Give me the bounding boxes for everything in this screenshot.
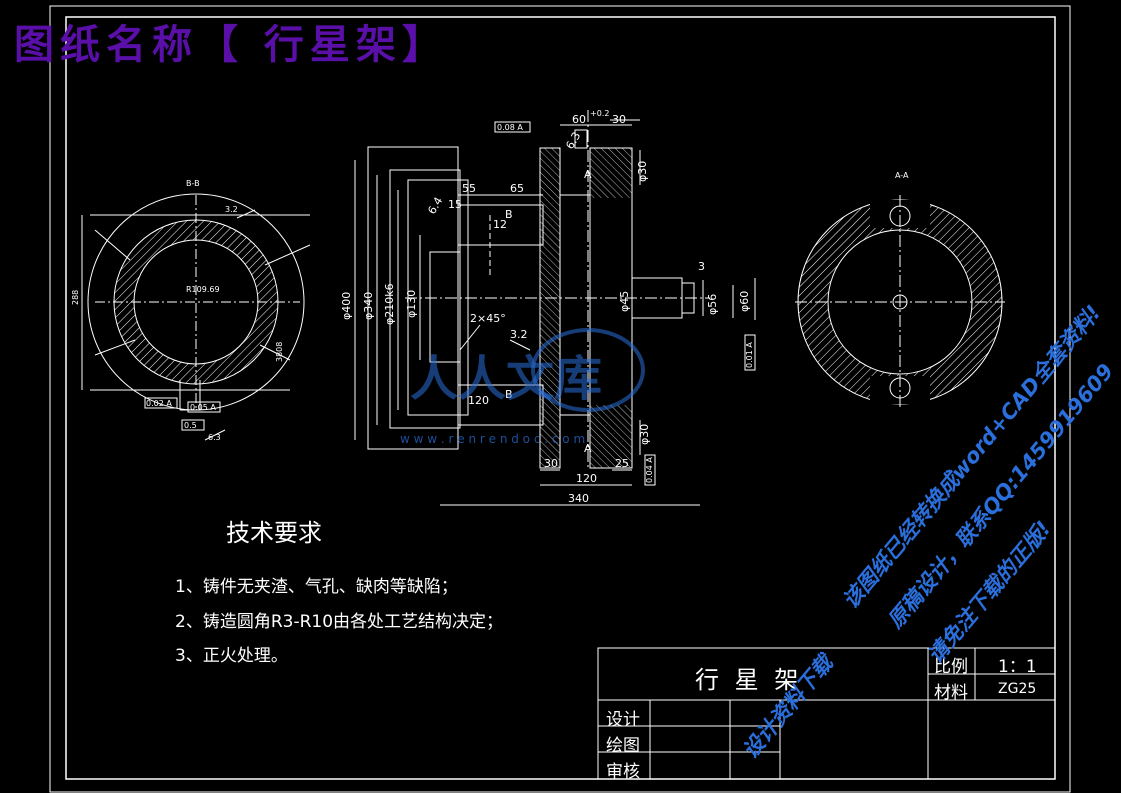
outer-frame [49,5,1071,793]
tech-requirements-title: 技术要求 [226,519,322,547]
main-tol-top: 0.08 A [497,123,523,132]
section-aa-view [795,195,1005,410]
bb-label: B-B [186,179,200,188]
drawing-title: 图纸名称【 行星架】 [14,21,448,68]
main-dim-3: 3 [698,260,705,273]
material-label: 材料 [934,683,968,703]
main-tol-right: 0.01 A [745,342,754,368]
title-block-grid [597,647,1056,780]
bb-tol1: 0.02 A [146,399,172,408]
main-dim-phi56: φ56 [706,294,719,315]
tech-requirement-item: 1、铸件无夹渣、气孔、缺肉等缺陷； [175,577,458,597]
main-dim-60: 60 [572,113,586,126]
main-hatch-left [540,148,560,468]
aa-label: A-A [895,171,909,180]
main-dim-120: 120 [576,472,597,485]
main-dim-65: 65 [510,182,524,195]
main-tol-bot: 0.04 A [645,457,654,483]
tech-requirement-item: 2、铸造圆角R3-R10由各处工艺结构决定； [175,612,504,632]
main-dim-30-bl: 30 [544,457,558,470]
main-dim-30-top: 30 [612,113,626,126]
bb-tol3: 0.5 [184,421,197,430]
main-dim-55: 55 [462,182,476,195]
watermark-logo-text: 人人文库 [410,351,602,407]
main-dim-phi45: φ45 [618,291,631,312]
part-name: 行 星 架 [695,666,803,694]
main-rough-32: 3.2 [510,328,528,341]
main-label-a-top: A [584,168,592,181]
main-dim-phi340: φ340 [362,292,375,320]
main-dim-phi210: φ210k6 [383,283,396,325]
bb-tol2: 0.05 A [190,403,216,412]
row-design: 设计 [606,710,640,730]
main-label-b-bot: B [505,388,513,401]
bb-roughness2: 6.3 [208,433,221,442]
watermark-logo [531,328,645,412]
row-review: 审核 [606,762,640,782]
scale-value: 1：1 [998,657,1037,677]
main-hatch-right-top [590,148,632,198]
watermark-url: w w w . r e n r e n d o c . c o m [400,432,585,446]
main-label-a-bot: A [584,442,592,455]
row-drawing: 绘图 [606,736,640,756]
main-dim-phi30-top: φ30 [636,161,649,182]
bb-dim-left: 288 [71,290,80,305]
main-dim-phi60: φ60 [738,291,751,312]
main-top-tol: +0.2 [590,109,609,118]
scale-label: 比例 [934,657,968,677]
main-dim-340: 340 [568,492,589,505]
main-dim-15: 15 [448,198,462,211]
material-value: ZG25 [998,681,1037,697]
bb-dim-right: 3808 [275,342,284,362]
inner-frame [65,16,1056,780]
main-dim-phi130: φ130 [405,290,418,318]
main-dim-phi400: φ400 [340,292,353,320]
bb-roughness: 3.2 [225,205,238,214]
main-chamfer: 2×45° [470,312,506,325]
tech-requirement-item: 3、正火处理。 [175,646,288,666]
main-dim-120-inner: 120 [468,394,489,407]
main-dim-25: 25 [615,457,629,470]
bb-radius: R109.69 [186,285,220,294]
main-rough-64: 6.4 [425,195,445,217]
main-dim-phi30-bot: φ30 [638,424,651,445]
main-dim-12: 12 [493,218,507,231]
main-hatch-right-bot [590,405,632,468]
main-label-b-top: B [505,208,513,221]
